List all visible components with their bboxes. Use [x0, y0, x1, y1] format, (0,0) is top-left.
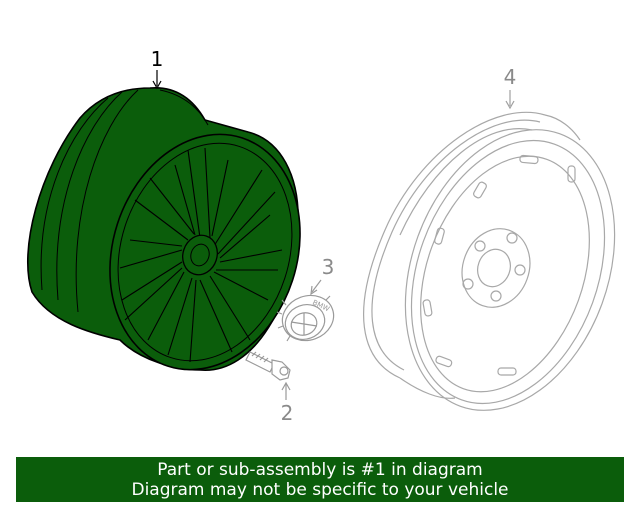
callout-3[interactable]: 3 [310, 255, 335, 296]
wheel-hub [182, 234, 218, 276]
callout-1[interactable]: 1 [151, 47, 164, 90]
diagram-notice-banner: Part or sub-assembly is #1 in diagram Di… [16, 457, 624, 502]
part-2-wheel-bolt[interactable] [245, 351, 291, 381]
parts-diagram: 1 2 BMW 3 [26, 47, 640, 440]
banner-line-2: Diagram may not be specific to your vehi… [131, 479, 509, 500]
part-3-hub-cap[interactable]: BMW [276, 288, 340, 347]
callout-2-label: 2 [281, 401, 294, 425]
callout-4-label: 4 [504, 65, 517, 89]
callout-1-label: 1 [151, 47, 164, 71]
wheel-spokes [119, 147, 283, 363]
callout-4[interactable]: 4 [504, 65, 517, 110]
callout-3-label: 3 [322, 255, 335, 279]
part-1-alloy-wheel[interactable] [26, 87, 330, 395]
callout-2[interactable]: 2 [281, 381, 294, 425]
banner-line-1: Part or sub-assembly is #1 in diagram [157, 459, 483, 480]
part-4-spare-wheel[interactable] [363, 100, 640, 440]
